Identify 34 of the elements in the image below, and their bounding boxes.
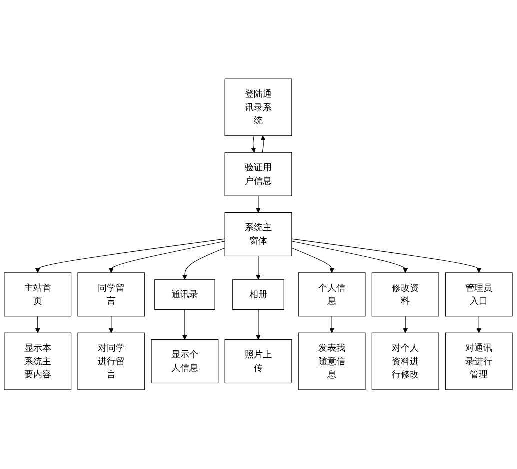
arrow [292,248,334,274]
node-box: 验证用户信息 [224,152,292,196]
arrow [251,136,256,153]
arrow [108,241,226,274]
arrow [108,316,114,334]
arrow [182,248,226,280]
arrow [292,238,482,274]
node-box: 显示本系统主要内容 [4,332,72,390]
arrow [256,196,261,213]
node-box: 修改资料 [372,272,440,317]
node-box: 照片上传 [224,340,292,384]
node-box: 个人信息 [298,272,366,317]
arrow [182,309,188,340]
node-box: 管理员入口 [445,272,513,317]
arrow [330,316,334,334]
arrow [35,238,226,274]
arrow [256,256,261,280]
node-box: 通讯录 [154,279,216,310]
node-box: 同学留言 [78,272,146,317]
node-box: 相册 [232,279,284,310]
node-box: 登陆通讯录系统 [224,78,292,136]
arrow [261,136,266,153]
node-box: 对通讯录进行管理 [445,332,513,390]
node-box: 对同学进行留言 [78,332,146,390]
arrow [403,316,408,334]
node-box: 对个人资料进行修改 [372,332,440,390]
arrow [476,316,482,334]
node-box: 主站首页 [4,272,72,317]
node-box: 发表我随意信息 [298,332,366,390]
arrow [256,309,261,340]
arrow [292,241,408,274]
node-box: 系统主窗体 [224,212,292,256]
node-box: 显示个人信息 [151,340,219,384]
arrow [35,316,40,334]
